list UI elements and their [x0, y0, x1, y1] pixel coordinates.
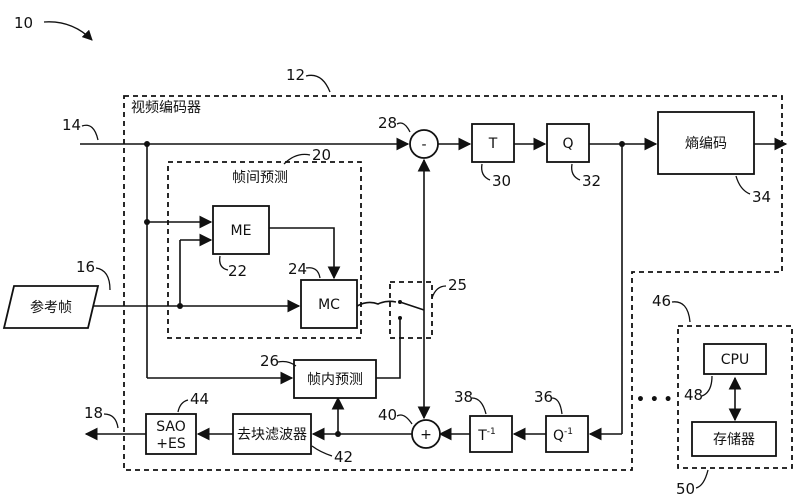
it-sup: -1 — [487, 427, 496, 437]
mc-to-switch — [356, 300, 397, 307]
ref-encoder: 12 — [286, 66, 305, 84]
iq-base: Q — [553, 428, 564, 444]
ref-inter-lead — [283, 153, 311, 165]
ref-iq: 36 — [534, 388, 553, 406]
ellipsis: • • • — [636, 392, 673, 408]
deblocking-filter-block — [232, 413, 312, 455]
encoder-boundary — [123, 95, 783, 471]
ref-entropy: 34 — [752, 188, 771, 206]
intra-to-switch — [376, 318, 401, 379]
ref-system: 10 — [14, 14, 33, 32]
ref-device-lead — [671, 301, 691, 323]
ref-cpu-lead — [701, 375, 713, 397]
adder-sign: + — [420, 427, 432, 443]
switch-boundary — [389, 281, 433, 339]
reference-frame-label: 参考帧 — [30, 299, 72, 316]
ref-switch: 25 — [448, 276, 467, 294]
cpu-label: CPU — [721, 352, 749, 368]
inverse-transform-block — [469, 415, 513, 453]
ref-t: 30 — [492, 172, 511, 190]
ref-sao-lead — [177, 399, 189, 413]
inter-prediction-boundary — [167, 161, 362, 339]
deblocking-filter-label: 去块滤波器 — [237, 427, 307, 443]
ref-entropy-lead — [735, 175, 751, 195]
me-to-mc — [269, 227, 341, 280]
ref-iq-lead — [551, 397, 563, 415]
ref-me-lead — [219, 255, 229, 271]
it-base: T — [477, 428, 487, 444]
ref-memory-lead — [695, 469, 709, 489]
ref-add-lead — [396, 414, 413, 425]
ref-deblock: 42 — [334, 448, 353, 466]
ref-device: 46 — [652, 292, 671, 310]
ref-deblock-lead — [311, 445, 333, 457]
ref-output-lead — [103, 413, 119, 429]
entropy-label: 熵编码 — [685, 136, 727, 152]
inverse-transform-label: T-1 — [477, 427, 496, 444]
transform-label: T — [488, 136, 498, 152]
inverse-quantizer-label: Q-1 — [553, 427, 573, 444]
reference-frame-block — [2, 285, 100, 329]
motion-estimation-label: ME — [231, 223, 252, 239]
ref-mc-lead — [305, 267, 321, 279]
ref-intra-lead — [277, 360, 297, 367]
intra-prediction-label: 帧内预测 — [307, 372, 363, 388]
quantizer-label: Q — [562, 136, 573, 152]
ref-add: 40 — [378, 406, 397, 424]
ref-it-lead — [471, 397, 487, 415]
sao-label-1: SAO — [156, 419, 186, 435]
ref-system-arrow — [43, 21, 93, 41]
intra-prediction-block — [293, 359, 377, 399]
sao-block — [145, 413, 197, 455]
motion-compensation-block — [300, 279, 358, 329]
ref-switch-lead — [431, 285, 447, 299]
switch-arm — [399, 301, 425, 311]
ref-inter: 20 — [312, 146, 331, 164]
ref-it: 38 — [454, 388, 473, 406]
entropy-block — [657, 111, 755, 175]
ref-t-lead — [481, 163, 491, 181]
device-boundary — [677, 325, 793, 469]
ref-sub-lead — [396, 122, 411, 133]
transform-block — [471, 123, 515, 163]
ref-mc: 24 — [288, 260, 307, 278]
ref-memory: 50 — [676, 480, 695, 498]
inter-prediction-title: 帧间预测 — [232, 170, 288, 186]
motion-estimation-block — [212, 205, 270, 255]
encoder-title: 视频编码器 — [131, 100, 201, 116]
ref-me: 22 — [228, 262, 247, 280]
iq-sup: -1 — [564, 427, 573, 437]
ref-q: 32 — [582, 172, 601, 190]
ref-reference: 16 — [76, 258, 95, 276]
cpu-block — [703, 343, 767, 375]
ref-encoder-lead — [305, 74, 331, 93]
subtractor-sign: - — [421, 137, 426, 153]
memory-block — [691, 421, 777, 457]
ref-intra: 26 — [260, 352, 279, 370]
ref-q-lead — [571, 163, 581, 181]
ref-output: 18 — [84, 404, 103, 422]
sao-label-2: +ES — [156, 436, 186, 452]
ref-sub: 28 — [378, 114, 397, 132]
motion-compensation-label: MC — [318, 297, 340, 313]
memory-label: 存储器 — [713, 432, 755, 448]
ref-sao: 44 — [190, 390, 209, 408]
ref-input-lead — [81, 124, 99, 141]
ref-reference-lead — [95, 267, 111, 291]
ref-cpu: 48 — [684, 386, 703, 404]
quantizer-block — [546, 123, 590, 163]
ref-input: 14 — [62, 116, 81, 134]
